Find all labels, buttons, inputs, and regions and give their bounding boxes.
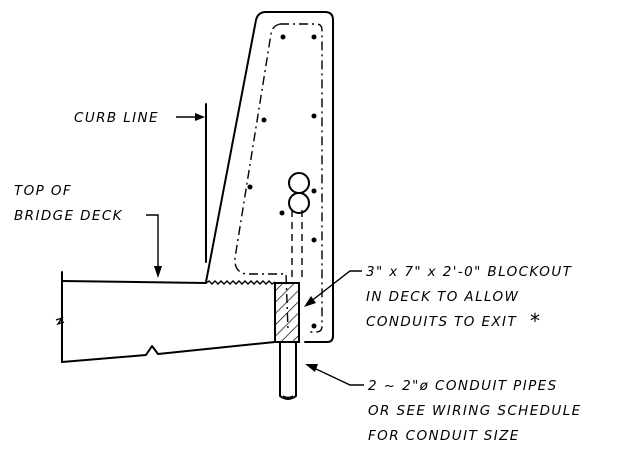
deck-label-line1: TOP OF <box>14 183 72 199</box>
barrier-outline <box>205 11 334 343</box>
rebar-dots <box>247 34 317 329</box>
conduit-circle-lower <box>288 192 310 214</box>
conduit-leader <box>313 367 364 386</box>
conduit-circle-upper <box>288 172 310 194</box>
blockout-label-line3: CONDUITS TO EXIT <box>366 314 517 330</box>
conduit-pipe <box>279 341 297 400</box>
reinforcement-cage <box>234 23 323 333</box>
deck-leader <box>146 214 159 268</box>
conduit-label-line2: OR SEE WIRING SCHEDULE <box>368 403 582 419</box>
conduit-pipe-end <box>282 395 294 399</box>
deck-break-mark <box>55 316 65 326</box>
conduit-label-line3: FOR CONDUIT SIZE <box>368 428 520 444</box>
blockout-leader-arrow <box>304 296 316 307</box>
deck-leader-arrow <box>154 266 162 278</box>
curb-line-arrow <box>195 113 205 121</box>
conduit-label-line1: 2 ~ 2"ø CONDUIT PIPES <box>368 378 558 394</box>
conduit-leader-arrow <box>305 364 318 372</box>
blockout-hatch <box>274 282 300 343</box>
deck-label-line2: BRIDGE DECK <box>14 208 123 224</box>
blockout-label-line2: IN DECK TO ALLOW <box>366 289 519 305</box>
asterisk-mark: * <box>530 309 541 333</box>
blockout-leader <box>309 270 362 303</box>
blockout-label-line1: 3" x 7" x 2'-0" BLOCKOUT <box>366 264 573 280</box>
deck-top-line <box>61 280 207 284</box>
deck-rough-surface <box>205 280 276 285</box>
deck-bottom-line <box>61 341 276 363</box>
curb-line-label: CURB LINE <box>74 110 159 126</box>
